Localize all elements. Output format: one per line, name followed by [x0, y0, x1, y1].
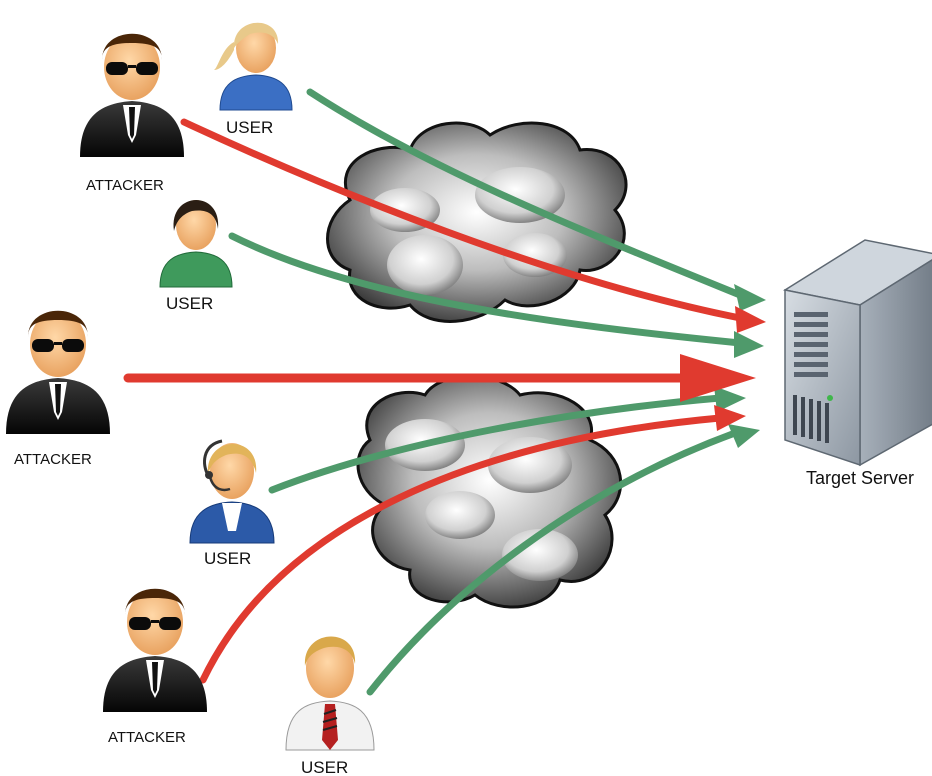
attacker-label: ATTACKER	[108, 729, 186, 746]
attacker-icon	[103, 588, 207, 712]
arrow-head	[714, 386, 746, 412]
user-traffic-arrow	[268, 394, 724, 494]
user-icon	[189, 439, 275, 544]
user-traffic-arrow	[306, 88, 744, 299]
user-label: USER	[166, 294, 213, 313]
attack-traffic-arrow	[199, 414, 724, 684]
arrow-heads	[680, 284, 766, 448]
user-label: USER	[226, 118, 273, 137]
attacker-icon	[80, 33, 184, 157]
traffic-arrows	[123, 88, 744, 696]
arrow-head	[680, 354, 756, 402]
target-server-label: Target Server	[806, 468, 914, 488]
user-icon	[214, 22, 293, 111]
user-label: USER	[301, 758, 348, 776]
attacker-icon	[6, 310, 110, 434]
internet-cloud-top	[326, 121, 628, 323]
arrow-head	[735, 306, 766, 333]
arrow-head	[734, 284, 766, 311]
arrow-head	[714, 405, 746, 431]
attacker-label: ATTACKER	[14, 451, 92, 468]
attack-traffic-arrow	[180, 118, 744, 322]
user-icon	[285, 636, 375, 751]
user-traffic-arrow	[366, 429, 739, 696]
arrow-head	[734, 331, 764, 358]
internet-cloud-bottom	[356, 374, 622, 609]
arrow-head	[728, 424, 760, 448]
user-icon	[159, 199, 233, 288]
user-label: USER	[204, 549, 251, 568]
attacker-label: ATTACKER	[86, 177, 164, 194]
target-server-icon	[783, 239, 932, 467]
user-traffic-arrow	[228, 232, 744, 347]
